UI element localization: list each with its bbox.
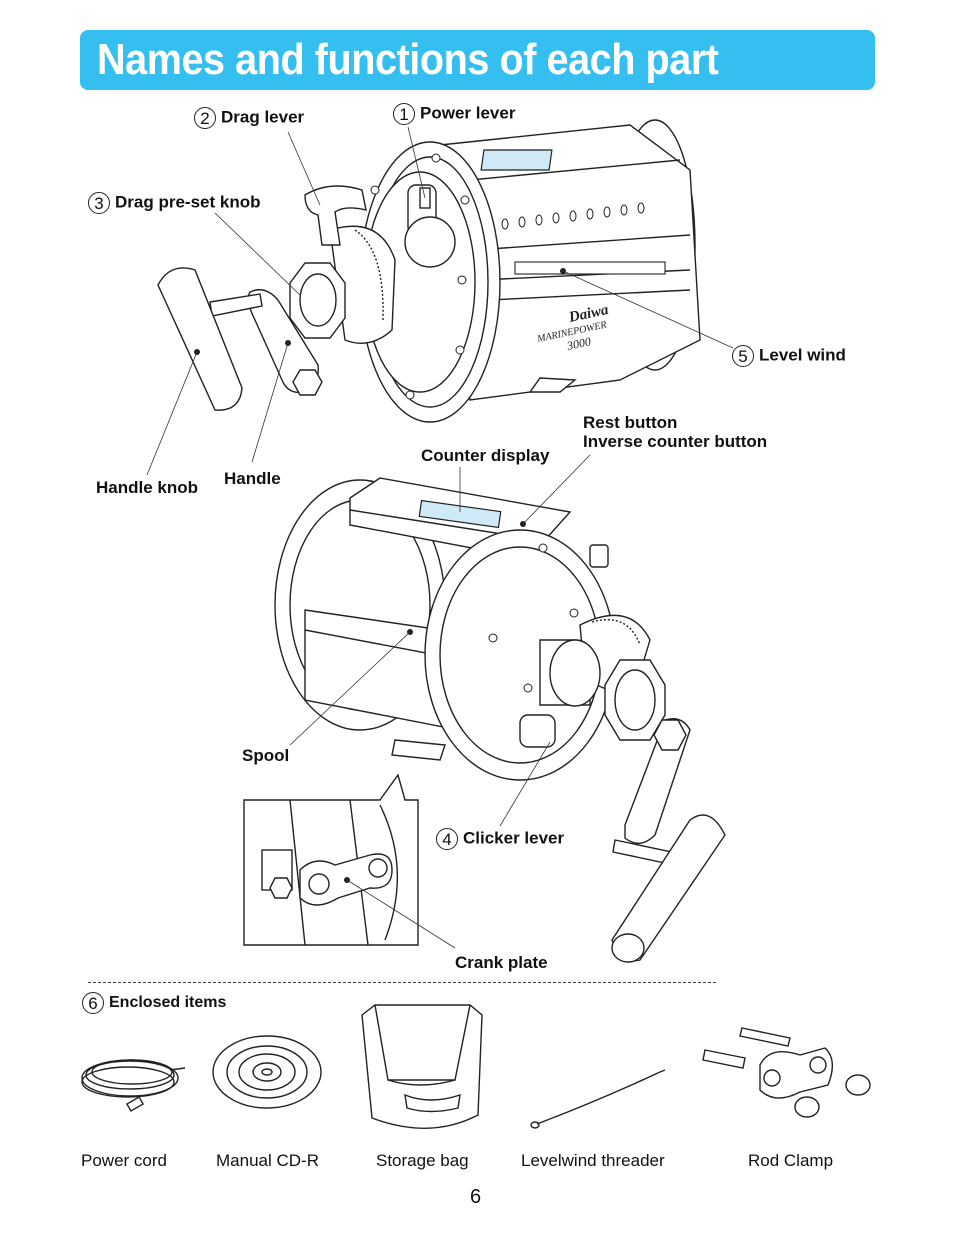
section-divider [88, 982, 716, 983]
clicker-lever-text: Clicker lever [463, 828, 565, 848]
reel-side-view-illustration: Daiwa MARINEPOWER 3000 [157, 119, 701, 423]
rod-clamp-illustration [702, 1027, 871, 1118]
caption-levelwind-threader: Levelwind threader [521, 1151, 665, 1170]
page-number: 6 [470, 1186, 482, 1208]
label-counter-display: Counter display [421, 446, 550, 465]
caption-power-cord: Power cord [81, 1151, 167, 1170]
power-lever-text: Power lever [420, 103, 516, 123]
callout-number-3: 3 [88, 192, 110, 214]
level-wind-text: Level wind [759, 345, 846, 365]
storage-bag-illustration [361, 1004, 483, 1129]
label-spool: Spool [242, 746, 290, 765]
label-handle-knob: Handle knob [96, 478, 199, 497]
title-banner: Names and functions of each part [80, 30, 875, 90]
page-title: Names and functions of each part [97, 35, 719, 84]
callout-number-6: 6 [82, 992, 104, 1014]
levelwind-threader-illustration [530, 1069, 666, 1129]
crank-plate-inset-illustration [243, 773, 419, 946]
callout-number-2: 2 [194, 107, 216, 129]
model-number-text: 3000 [565, 334, 592, 353]
label-inverse-counter-button: Inverse counter button [583, 432, 768, 451]
label-handle: Handle [224, 469, 281, 488]
callout-number-1: 1 [393, 103, 415, 125]
label-enclosed-items: 6 Enclosed items [82, 992, 226, 1014]
enclosed-items-text: Enclosed items [109, 994, 227, 1012]
label-crank-plate: Crank plate [455, 953, 548, 972]
label-rest-button: Rest button [583, 413, 678, 432]
caption-rod-clamp: Rod Clamp [748, 1151, 834, 1170]
caption-storage-bag: Storage bag [376, 1151, 469, 1170]
leader-lines [146, 126, 734, 949]
power-cord-illustration [81, 1059, 186, 1112]
callout-number-5: 5 [732, 345, 754, 367]
drag-preset-knob-text: Drag pre-set knob [115, 192, 261, 212]
drag-lever-text: Drag lever [221, 107, 305, 127]
manual-cdr-illustration [212, 1035, 322, 1109]
callout-number-4: 4 [436, 828, 458, 850]
caption-manual-cdr: Manual CD-R [216, 1151, 319, 1170]
reel-front-view-illustration [274, 477, 726, 963]
